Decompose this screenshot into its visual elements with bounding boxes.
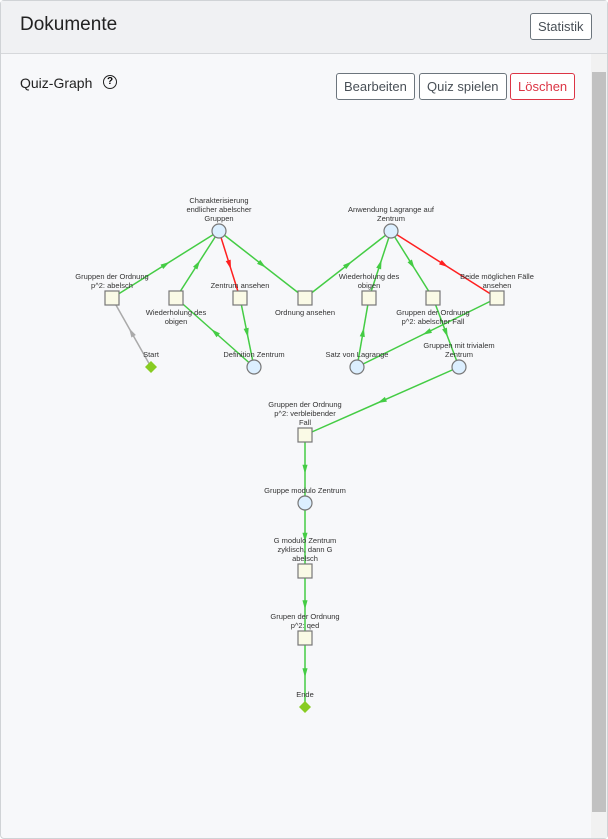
node-label: Satz von Lagrange (326, 350, 389, 359)
edge-arrow-icon (129, 328, 136, 338)
scrollbar-thumb[interactable] (592, 72, 606, 812)
edge-arrow-icon (193, 260, 201, 270)
question-node[interactable] (425, 290, 441, 306)
question-node[interactable] (168, 290, 184, 306)
card-title: Dokumente (20, 14, 118, 35)
edge-arrow-icon (243, 327, 249, 338)
delete-button[interactable]: Löschen (510, 73, 576, 100)
concept-node[interactable] (211, 223, 227, 239)
question-node[interactable] (297, 563, 313, 579)
concept-node[interactable] (297, 495, 313, 511)
concept-node[interactable] (349, 359, 365, 375)
edge-arrow-icon (211, 329, 220, 338)
section-title: Quiz-Graph (20, 75, 93, 91)
start-node[interactable] (145, 361, 157, 373)
scrollbar[interactable] (591, 54, 607, 838)
edge-arrow-icon (302, 600, 308, 610)
help-icon[interactable]: ? (103, 75, 117, 89)
question-node[interactable] (361, 290, 377, 306)
edge-arrow-icon (343, 261, 352, 270)
concept-node[interactable] (451, 359, 467, 375)
node-label: Start (143, 350, 160, 359)
question-node[interactable] (232, 290, 248, 306)
edge-arrow-icon (407, 259, 415, 269)
card-header: Dokumente Statistik (1, 1, 607, 54)
statistics-button[interactable]: Statistik (530, 13, 592, 40)
edge-arrow-icon (359, 327, 365, 338)
edge-arrow-icon (160, 261, 170, 269)
question-node[interactable] (104, 290, 120, 306)
concept-node[interactable] (246, 359, 262, 375)
edge-arrow-icon (422, 328, 432, 335)
node-label: Zentrum ansehen (211, 281, 270, 290)
edit-button[interactable]: Bearbeiten (336, 73, 415, 100)
node-label: Gruppe modulo Zentrum (264, 486, 346, 495)
edge-arrow-icon (302, 532, 308, 542)
play-quiz-button[interactable]: Quiz spielen (419, 73, 507, 100)
edge-arrow-icon (376, 259, 382, 270)
node-label: Definition Zentrum (223, 350, 284, 359)
edge-arrow-icon (442, 327, 448, 338)
question-node[interactable] (297, 427, 313, 443)
question-node[interactable] (297, 630, 313, 646)
node-label: Ende (296, 690, 314, 699)
concept-node[interactable] (383, 223, 399, 239)
node-label: Ordnung ansehen (275, 308, 335, 317)
edge-arrow-icon (377, 396, 387, 404)
question-node[interactable] (297, 290, 313, 306)
edge-arrow-icon (302, 464, 308, 474)
end-node[interactable] (299, 701, 311, 713)
edge-arrow-icon (439, 260, 449, 268)
edge-arrow-icon (302, 668, 308, 678)
edge-arrow-icon (257, 259, 266, 268)
question-node[interactable] (489, 290, 505, 306)
edge-arrow-icon (225, 259, 231, 270)
